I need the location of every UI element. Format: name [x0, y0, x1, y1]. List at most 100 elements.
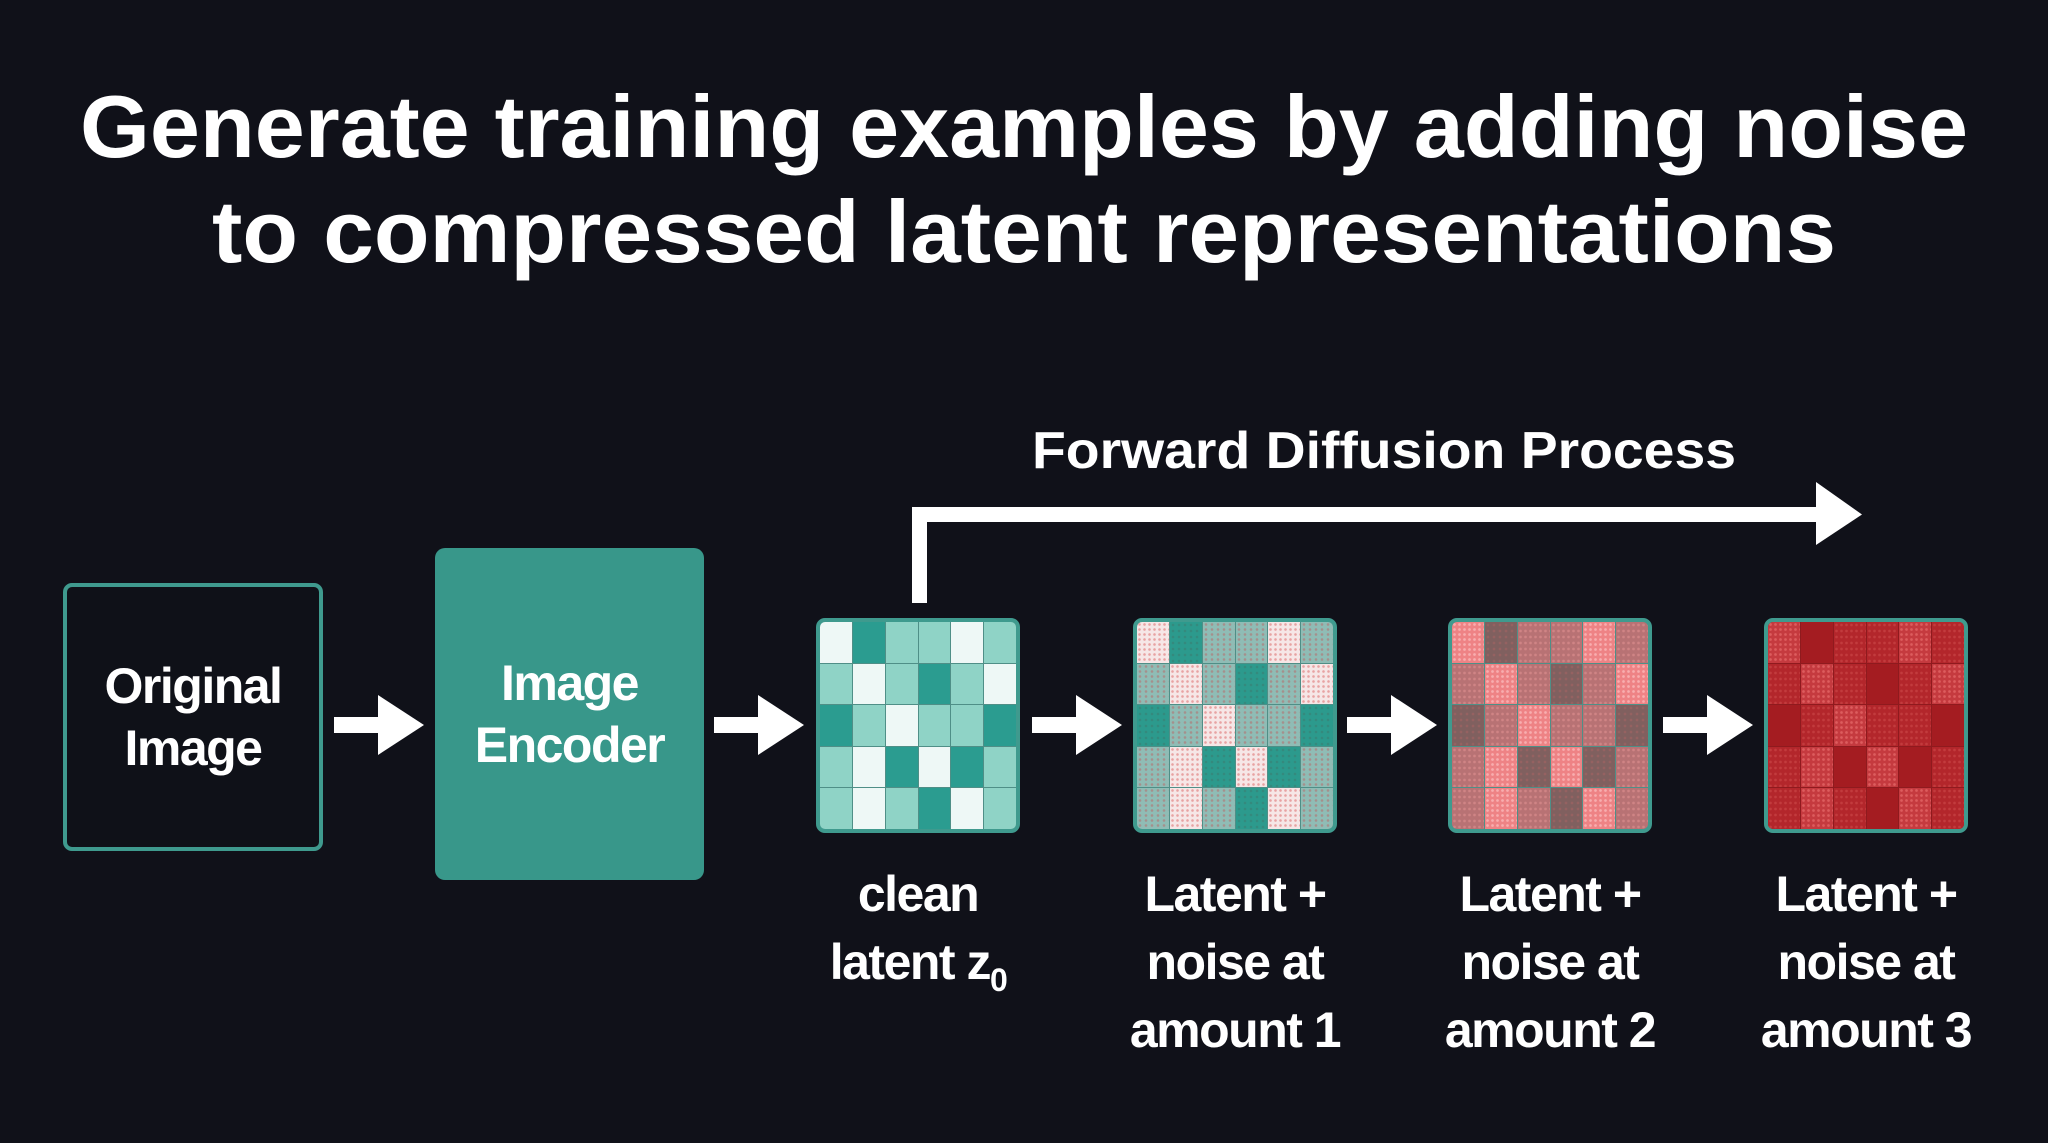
latent-cell	[1833, 663, 1866, 705]
clean-latent-grid	[816, 618, 1020, 833]
title-line-1: Generate training examples by adding noi…	[80, 77, 1968, 176]
caption-line-3: amount 1	[1129, 1002, 1342, 1058]
latent-cell	[1452, 705, 1484, 746]
latent-cell	[984, 746, 1016, 788]
latent-cell	[1235, 746, 1268, 788]
latent-cell	[885, 788, 918, 829]
latent-cell	[951, 705, 984, 746]
forward-diffusion-arrow: Forward Diffusion Process	[912, 422, 1862, 603]
subscript-zero: 0	[989, 962, 1008, 998]
image-encoder-label-line-2: Encoder	[474, 717, 666, 773]
latent-cell	[1866, 746, 1899, 788]
latent-cell	[852, 663, 885, 705]
latent-cell	[1202, 622, 1235, 663]
caption-line-1: clean	[857, 866, 980, 922]
forward-diffusion-label: Forward Diffusion Process	[1032, 422, 1736, 480]
latent-cell	[1583, 622, 1616, 663]
latent-cell	[1800, 663, 1833, 705]
latent-cell	[1235, 705, 1268, 746]
latent-cell	[1583, 663, 1616, 705]
latent-cell	[1517, 663, 1550, 705]
latent-cell	[820, 705, 852, 746]
latent-cell	[918, 705, 951, 746]
caption-line-2-text: latent z	[829, 934, 992, 990]
latent-cell	[1800, 705, 1833, 746]
latent-cell	[1550, 746, 1583, 788]
caption-line-3: amount 2	[1444, 1002, 1657, 1058]
right-arrow-icon	[334, 695, 424, 755]
latent-cell	[1268, 663, 1301, 705]
latent-cell	[1517, 788, 1550, 829]
latent-cell	[1484, 746, 1517, 788]
latent-cell	[918, 788, 951, 829]
latent-cell	[1616, 705, 1648, 746]
latent-cell	[1202, 663, 1235, 705]
latent-cell	[1583, 788, 1616, 829]
latent-cell	[1768, 746, 1800, 788]
latent-cell	[1301, 663, 1333, 705]
latent-cell	[951, 622, 984, 663]
right-arrow-icon	[714, 695, 804, 755]
image-encoder-label: Image Encoder	[474, 652, 666, 776]
latent-cell	[918, 622, 951, 663]
latent-cell	[1550, 705, 1583, 746]
latent-cell	[885, 622, 918, 663]
caption-line-2: noise at	[1777, 934, 1956, 990]
latent-cell	[1137, 663, 1169, 705]
latent-cell	[1899, 746, 1932, 788]
latent-cell	[984, 788, 1016, 829]
latent-cell	[918, 746, 951, 788]
latent-cell	[1137, 705, 1169, 746]
right-arrow-icon	[1663, 695, 1753, 755]
latent-cell	[1899, 705, 1932, 746]
latent-cell	[1137, 622, 1169, 663]
latent-cell	[951, 788, 984, 829]
latent-cell	[1169, 663, 1202, 705]
latent-cell	[1768, 788, 1800, 829]
latent-cell	[1550, 788, 1583, 829]
bent-right-arrow-icon	[912, 482, 1862, 603]
original-image-label: Original Image	[105, 655, 283, 779]
noisy-latent-grid-2	[1448, 618, 1652, 833]
caption-line-2: latent z0	[768, 928, 1068, 996]
caption-line-2: noise at	[1146, 934, 1325, 990]
latent-cell	[1235, 788, 1268, 829]
latent-cell	[1583, 746, 1616, 788]
latent-cell	[1899, 788, 1932, 829]
latent-cell	[1202, 788, 1235, 829]
right-arrow-icon	[1347, 695, 1437, 755]
latent-cell	[1768, 663, 1800, 705]
latent-cell	[1616, 663, 1648, 705]
latent-cell	[1517, 622, 1550, 663]
latent-cell	[1800, 746, 1833, 788]
latent-cell	[1484, 705, 1517, 746]
latent-cell	[951, 663, 984, 705]
latent-cell	[1932, 622, 1964, 663]
latent-cell	[1452, 746, 1484, 788]
latent-cell	[1866, 622, 1899, 663]
latent-cell	[820, 663, 852, 705]
image-encoder-label-line-1: Image	[500, 655, 640, 711]
latent-cell	[1452, 622, 1484, 663]
latent-cell	[1452, 663, 1484, 705]
latent-cell	[918, 663, 951, 705]
original-image-label-line-2: Image	[124, 720, 263, 776]
latent-cell	[1768, 622, 1800, 663]
latent-cell	[1202, 705, 1235, 746]
latent-cell	[1833, 746, 1866, 788]
latent-cell	[1517, 746, 1550, 788]
latent-cell	[1866, 788, 1899, 829]
caption-line-1: Latent +	[1144, 866, 1327, 922]
latent-cell	[1866, 705, 1899, 746]
noisy-latent-grid-3	[1764, 618, 1968, 833]
latent-cell	[1800, 622, 1833, 663]
caption-line-1: Latent +	[1459, 866, 1642, 922]
latent-cell	[1833, 788, 1866, 829]
latent-cell	[1800, 788, 1833, 829]
latent-cell	[1235, 622, 1268, 663]
latent-cell	[984, 705, 1016, 746]
latent-cell	[1932, 746, 1964, 788]
latent-cell	[984, 622, 1016, 663]
latent-cell	[1137, 788, 1169, 829]
latent-cell	[1235, 663, 1268, 705]
